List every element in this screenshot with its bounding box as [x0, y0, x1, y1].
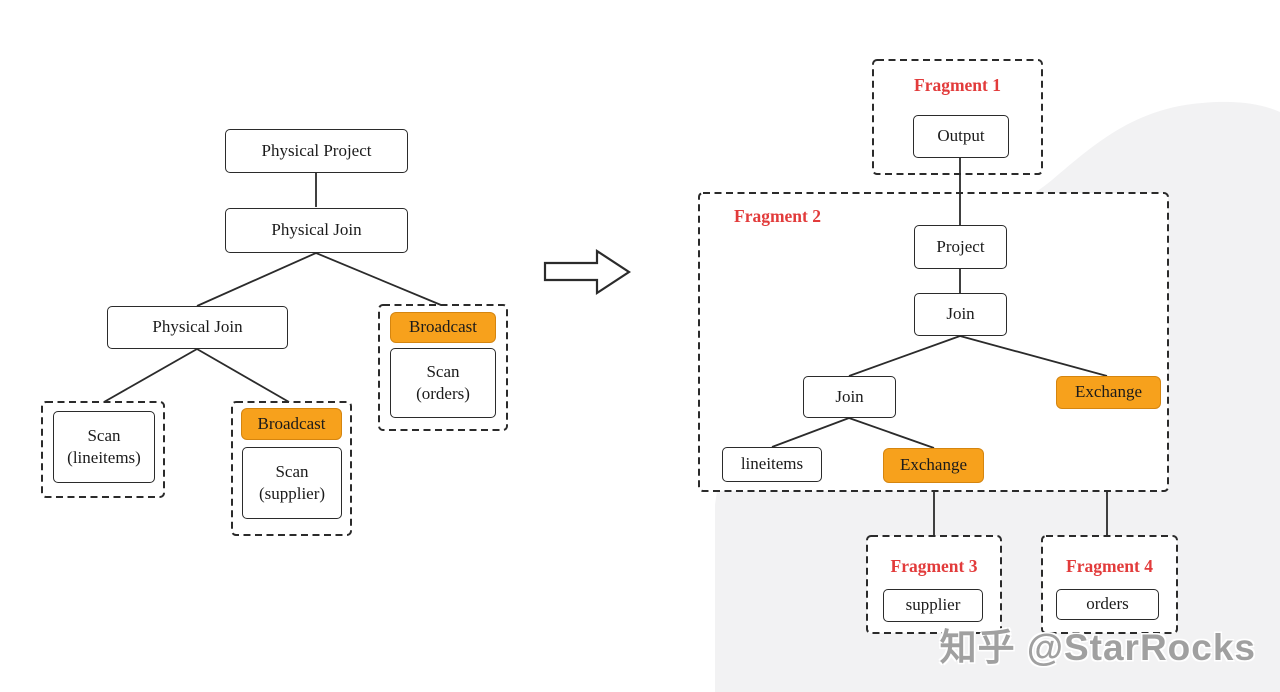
node-lineitems: lineitems [722, 447, 822, 482]
node-broadcast-orders: Broadcast [390, 312, 496, 343]
connector-line [848, 335, 961, 377]
node-join-lower: Join [803, 376, 896, 418]
connector-line [848, 417, 935, 449]
connector-line [771, 417, 850, 448]
connector-line [103, 348, 198, 403]
fragment-1-label: Fragment 1 [914, 75, 1001, 95]
node-join-upper: Join [914, 293, 1007, 336]
node-scan-orders: Scan (orders) [390, 348, 496, 418]
transform-arrow-icon [543, 248, 632, 296]
watermark: 知乎 @StarRocks [939, 627, 1256, 668]
connector-line [196, 348, 290, 403]
node-exchange-lower: Exchange [883, 448, 984, 483]
connector-line [315, 252, 442, 306]
fragment-2-label: Fragment 2 [734, 206, 821, 226]
node-scan-lineitems: Scan (lineitems) [53, 411, 155, 483]
node-physical-join-top: Physical Join [225, 208, 408, 253]
fragment-4-label: Fragment 4 [1066, 556, 1153, 576]
node-project: Project [914, 225, 1007, 269]
node-scan-supplier: Scan (supplier) [242, 447, 342, 519]
node-physical-join-left: Physical Join [107, 306, 288, 349]
node-broadcast-supplier: Broadcast [241, 408, 342, 440]
node-physical-project: Physical Project [225, 129, 408, 173]
connector-line [196, 252, 317, 307]
right-tree-connectors [771, 158, 1108, 536]
node-orders: orders [1056, 589, 1159, 620]
node-output: Output [913, 115, 1009, 158]
node-supplier: supplier [883, 589, 983, 622]
node-exchange-right: Exchange [1056, 376, 1161, 409]
connector-line [959, 335, 1108, 377]
fragment-3-label: Fragment 3 [890, 556, 978, 576]
left-tree-connectors [103, 173, 442, 403]
